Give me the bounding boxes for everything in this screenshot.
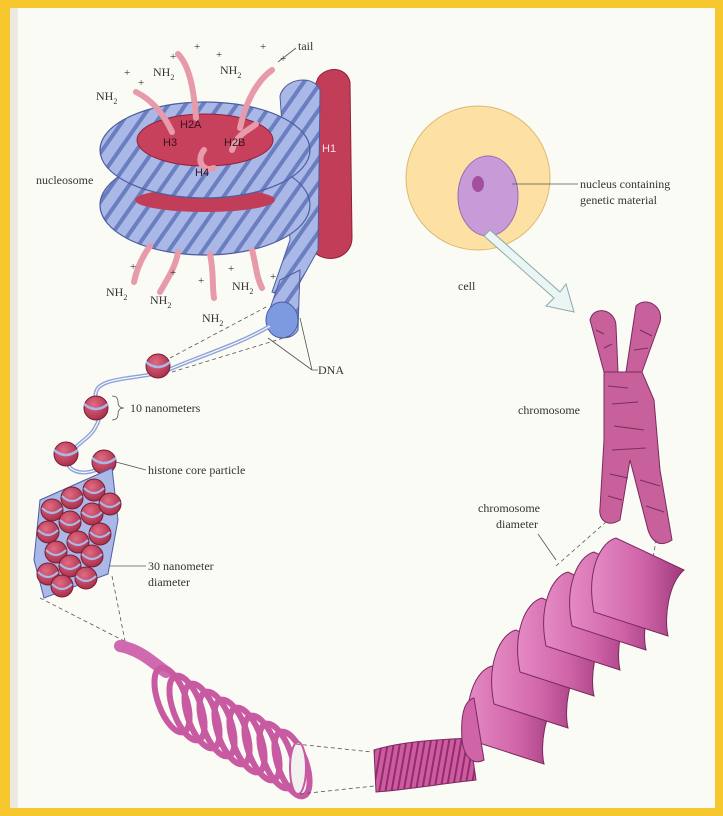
svg-text:+: + — [124, 67, 130, 79]
label-chromosome: chromosome — [518, 403, 580, 417]
label-cell: cell — [458, 279, 476, 293]
label-nucleus-1: nucleus containing — [580, 177, 670, 191]
label-dna: DNA — [318, 363, 344, 377]
svg-text:+: + — [130, 261, 136, 273]
label-h1: H1 — [322, 143, 336, 155]
cell-group — [406, 106, 550, 250]
label-chrom-diameter-1: chromosome — [478, 501, 540, 515]
left-shadow-strip — [10, 8, 18, 808]
label-histone-core: histone core particle — [148, 463, 245, 477]
nucleus — [458, 156, 518, 236]
label-thirty-nm-1: 30 nanometer — [148, 559, 214, 573]
label-ten-nm: 10 nanometers — [130, 401, 201, 415]
label-h4: H4 — [195, 167, 209, 179]
svg-text:+: + — [198, 275, 204, 287]
label-nucleus-2: genetic material — [580, 193, 658, 207]
svg-text:+: + — [216, 49, 222, 61]
svg-text:+: + — [280, 53, 286, 65]
label-nucleosome: nucleosome — [36, 173, 93, 187]
label-thirty-nm-2: diameter — [148, 575, 190, 589]
svg-text:+: + — [170, 267, 176, 279]
svg-text:+: + — [228, 263, 234, 275]
label-chrom-diameter-2: diameter — [496, 517, 538, 531]
label-h2b: H2B — [224, 137, 245, 149]
nucleolus — [472, 176, 484, 192]
dna-tube-end — [266, 302, 298, 338]
label-h3: H3 — [163, 137, 177, 149]
svg-text:+: + — [270, 271, 276, 283]
label-h2a: H2A — [180, 119, 202, 131]
coil-end — [290, 742, 306, 794]
svg-text:+: + — [170, 51, 176, 63]
histone-octamer-top — [137, 114, 273, 166]
label-tail: tail — [298, 39, 314, 53]
svg-text:+: + — [194, 41, 200, 53]
svg-text:+: + — [260, 41, 266, 53]
svg-text:+: + — [138, 77, 144, 89]
